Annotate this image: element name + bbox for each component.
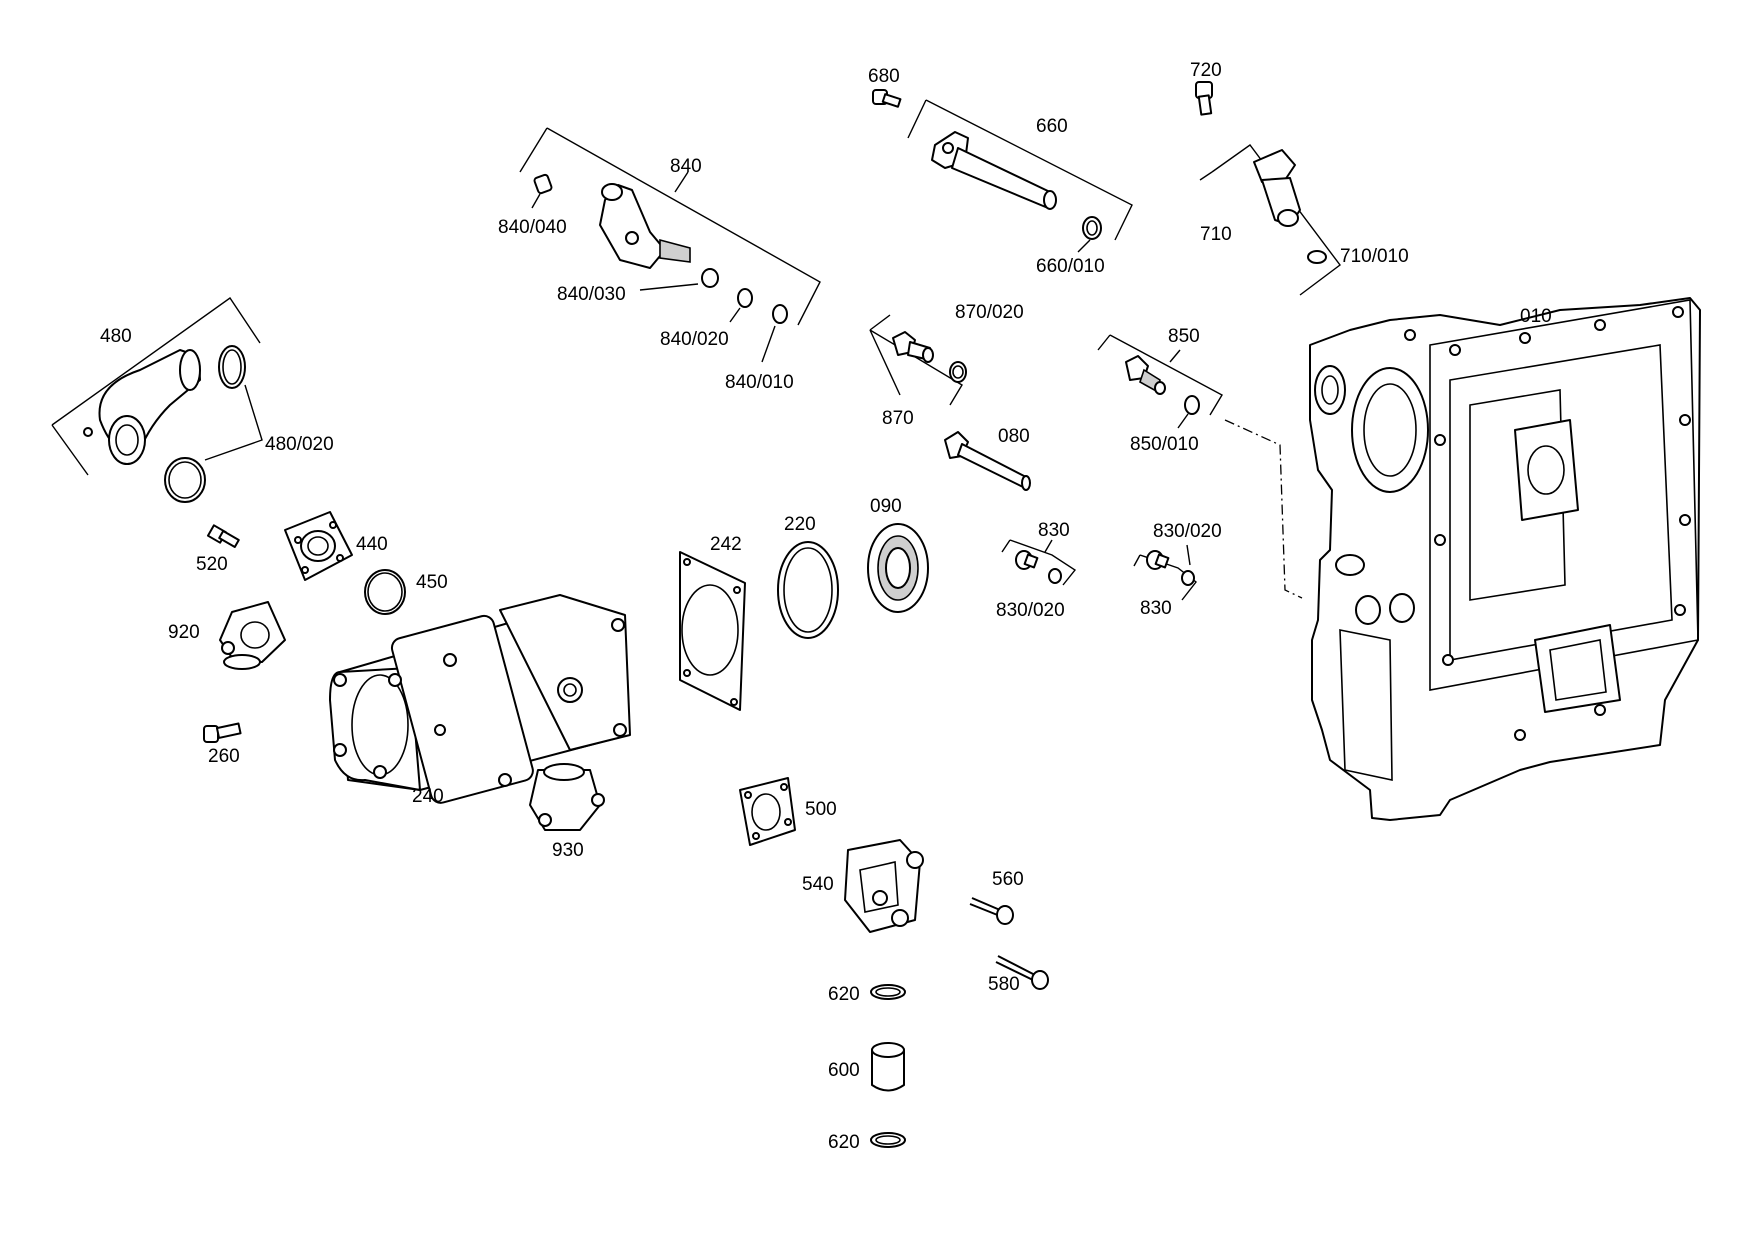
part-850-sensor [1125,355,1166,395]
part-870-plug [892,331,934,363]
label-840-010: 840/010 [725,372,794,393]
label-540: 540 [802,874,834,895]
label-870-020: 870/020 [955,302,1024,323]
part-920-connector: 920 [168,601,286,670]
label-010: 010 [1520,306,1552,327]
part-660-pin [931,131,1057,210]
label-680: 680 [868,66,900,87]
part-710-010-oring [1307,250,1327,264]
label-660: 660 [1036,116,1068,137]
label-580: 580 [988,974,1020,995]
part-600-sleeve: 600 [828,1042,905,1092]
part-242-gasket: 242 [679,534,746,711]
label-930: 930 [552,840,584,861]
label-850: 850 [1168,326,1200,347]
part-840-040-plug: 840/040 [498,173,567,238]
part-840-020-oring [737,288,753,308]
part-830-plug-b [1146,550,1170,570]
part-500-gasket: 500 [739,777,837,846]
label-870: 870 [882,408,914,429]
label-660-010: 660/010 [1036,256,1105,277]
part-840-030-oring [701,268,719,288]
part-580-bolt: 580 [988,955,1049,995]
label-840-030: 840/030 [557,284,626,305]
label-600: 600 [828,1060,860,1081]
label-840-020: 840/020 [660,329,729,350]
label-080: 080 [998,426,1030,447]
part-480-020-oring-b [164,457,206,503]
part-850-010-oring [1184,395,1200,415]
label-450: 450 [416,572,448,593]
label-220: 220 [784,514,816,535]
label-480-020: 480/020 [265,434,334,455]
label-710: 710 [1200,224,1232,245]
part-840-010-oring [772,304,788,324]
part-520-screw: 520 [196,524,240,575]
label-480: 480 [100,326,132,347]
part-680-screw: 680 [868,66,902,108]
part-660-010-oring [1082,216,1102,240]
label-500: 500 [805,799,837,820]
part-930-fitting: 930 [529,763,605,861]
part-560-bolt: 560 [969,869,1024,925]
label-830-a: 830 [1038,520,1070,541]
part-240-pump: 240 [329,594,631,807]
label-560: 560 [992,869,1024,890]
part-220-ring: 220 [777,514,839,639]
label-090: 090 [870,496,902,517]
label-920: 920 [168,622,200,643]
part-710-fitting [1253,149,1301,227]
part-830-020-oring-a [1048,568,1062,584]
part-720-screw: 720 [1190,60,1222,116]
part-830-plug-a [1015,550,1039,570]
label-830-020-b: 830/020 [1153,521,1222,542]
label-720: 720 [1190,60,1222,81]
label-710-010: 710/010 [1340,246,1409,267]
label-242: 242 [710,534,742,555]
label-240: 240 [412,786,444,807]
label-260: 260 [208,746,240,767]
part-830-020-oring-b [1181,570,1195,586]
part-080-bolt: 080 [944,426,1031,491]
part-260-screw: 260 [203,722,242,767]
label-840-040: 840/040 [498,217,567,238]
part-450-oring [364,569,406,615]
part-480-elbow: 480 [51,297,261,476]
label-620-a: 620 [828,984,860,1005]
part-090-seal: 090 [867,496,929,613]
label-830-b: 830 [1140,598,1172,619]
label-830-020-a: 830/020 [996,600,1065,621]
part-540-block: 540 [802,839,924,933]
label-440: 440 [356,534,388,555]
label-850-010: 850/010 [1130,434,1199,455]
label-620-b: 620 [828,1132,860,1153]
label-840: 840 [670,156,702,177]
part-010-housing: 010 [1309,297,1701,821]
part-840-valve [599,183,691,269]
part-440-flange: 440 [284,511,388,581]
label-520: 520 [196,554,228,575]
part-870-020-oring [949,361,967,383]
